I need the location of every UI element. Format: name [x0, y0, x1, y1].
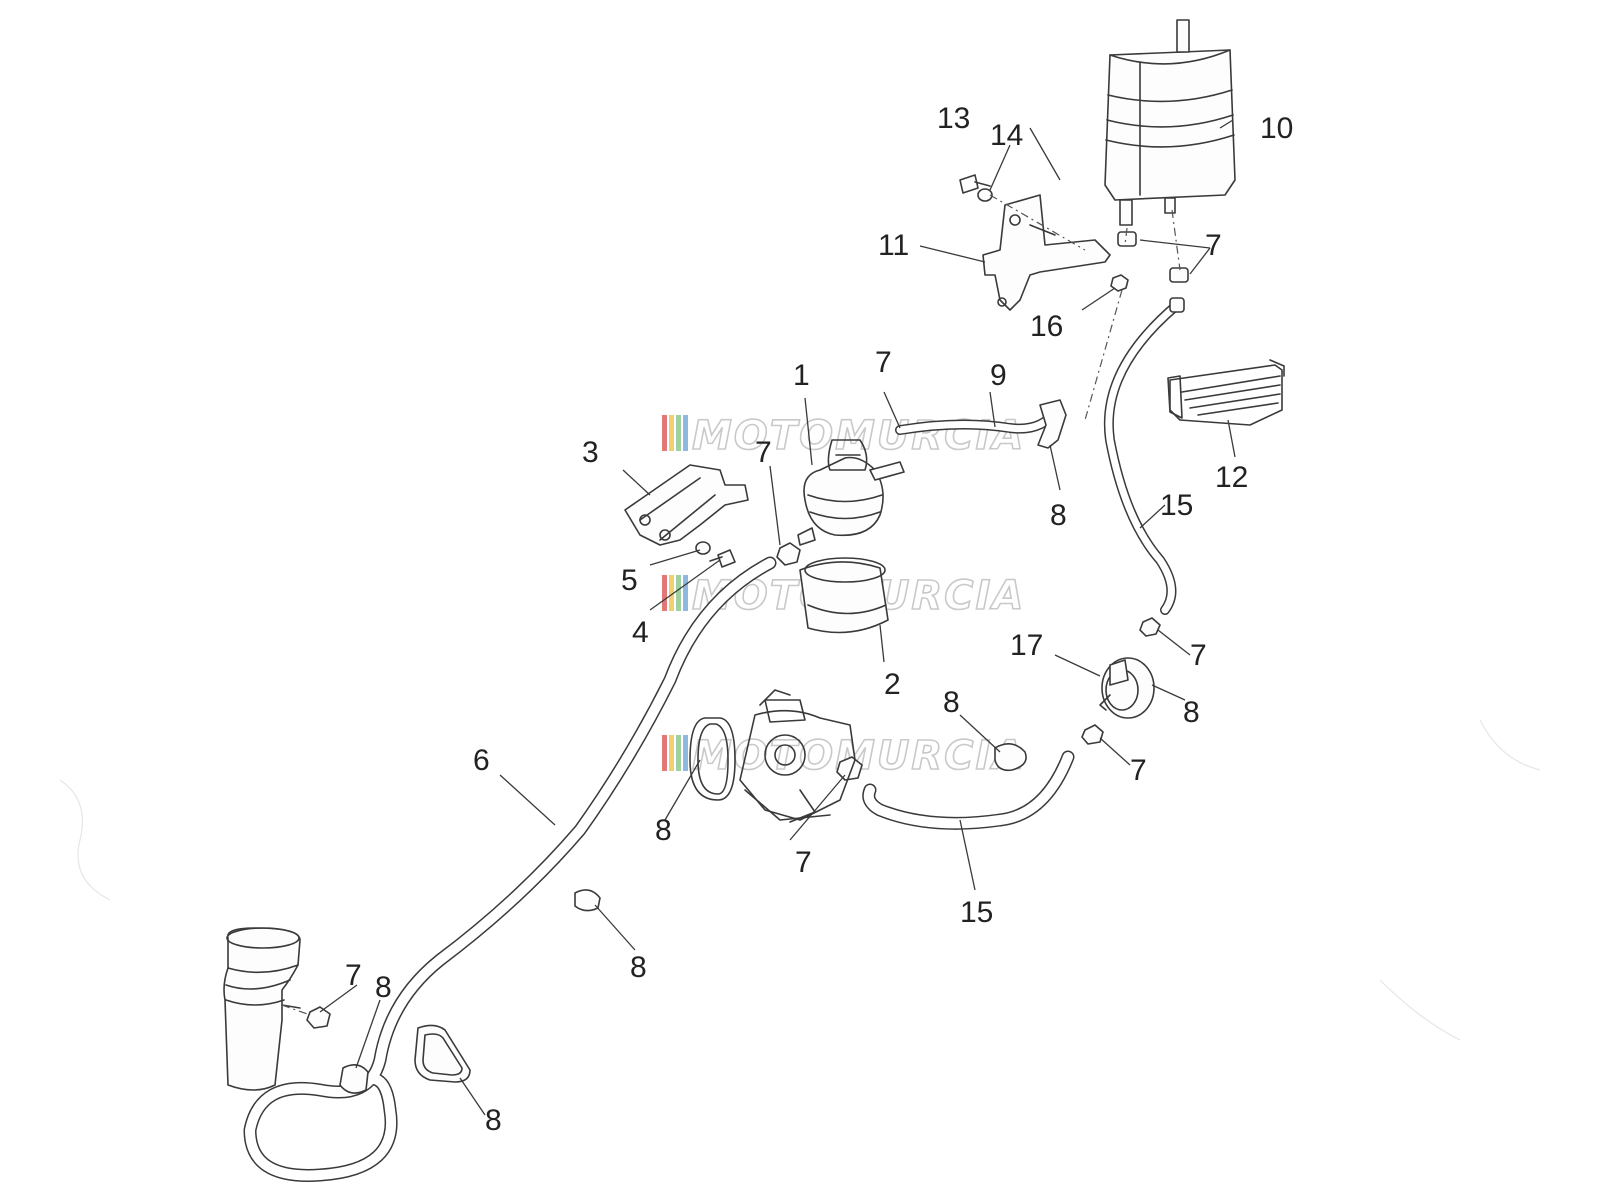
part-mount-2	[799, 557, 889, 634]
part-clamp-7-canister-b	[1169, 267, 1189, 283]
callout-7-valve-bottom: 7	[1130, 754, 1147, 787]
callout-9: 9	[990, 359, 1007, 392]
callout-14: 14	[990, 119, 1023, 152]
callout-8-hose-clamp: 8	[375, 971, 392, 1004]
part-hose-9	[895, 399, 1067, 449]
callout-labels: 1 2 3 4 5 6 7 7 7 7 7 7 7 8 8 8 8 8 8 8 …	[345, 102, 1293, 1137]
callout-7-top: 7	[875, 346, 892, 379]
part-clamp-7-filler	[306, 1006, 331, 1029]
part-rubber-cover-8	[414, 1024, 471, 1083]
part-purge-valve-17	[1099, 657, 1155, 719]
watermark-stripe	[676, 735, 681, 771]
part-grommet-8-lower	[574, 889, 601, 912]
part-hose-clip-12	[1167, 359, 1285, 426]
callout-15-lower: 15	[960, 896, 993, 929]
callout-8-valve: 8	[1183, 696, 1200, 729]
callout-3: 3	[582, 436, 599, 469]
callout-8-grommet-mid: 8	[943, 686, 960, 719]
part-clamp-8-hose	[339, 1064, 369, 1094]
callout-15-upper: 15	[1160, 489, 1193, 522]
watermark-stripe	[676, 575, 681, 611]
part-bolt-4	[709, 549, 736, 568]
watermark-stripe	[683, 415, 688, 451]
callout-8-oring: 8	[655, 814, 672, 847]
watermark-stripe	[669, 735, 674, 771]
part-hose-15-upper	[1103, 297, 1185, 615]
part-oring-8-throttle	[689, 717, 736, 801]
callout-11: 11	[878, 229, 909, 262]
part-hose-6	[243, 556, 777, 1182]
callout-12: 12	[1215, 461, 1248, 494]
part-nut-16	[1110, 274, 1129, 292]
callout-1: 1	[793, 359, 810, 392]
watermark-stripe	[669, 415, 674, 451]
part-grommet-8-mid	[994, 743, 1027, 772]
background-ghost-lines	[59, 719, 1541, 1041]
callout-4: 4	[632, 616, 649, 649]
callout-7-valve-top: 7	[1190, 639, 1207, 672]
part-clamp-7-canister-a	[1117, 231, 1137, 247]
callout-8-hose9: 8	[1050, 499, 1067, 532]
callout-17: 17	[1010, 629, 1043, 662]
watermark-stripe	[662, 575, 667, 611]
part-canister-bracket	[982, 194, 1111, 311]
part-throttle-body	[739, 689, 856, 823]
part-clamp-7-valve-bottom	[1081, 724, 1104, 745]
callout-10: 10	[1260, 112, 1293, 145]
leader-lines	[319, 119, 1236, 1116]
callout-7-valve1: 7	[755, 436, 772, 469]
callout-16: 16	[1030, 310, 1063, 343]
watermark-stripe	[683, 735, 688, 771]
part-filler-neck	[223, 927, 301, 1091]
part-hose-15-lower	[862, 750, 1075, 830]
callout-5: 5	[621, 564, 638, 597]
callout-13: 13	[937, 102, 970, 135]
callout-2: 2	[884, 668, 901, 701]
watermark-stripe	[662, 415, 667, 451]
callout-7-filler: 7	[345, 959, 362, 992]
watermark-stripe	[669, 575, 674, 611]
part-washer-5	[695, 541, 711, 555]
part-bracket-3	[624, 464, 749, 546]
part-washer-14	[977, 188, 993, 202]
part-clamp-7-valve1	[776, 542, 801, 566]
part-clamp-7-valve-top	[1139, 617, 1161, 637]
watermark-stripe	[683, 575, 688, 611]
callout-7-canister: 7	[1205, 229, 1222, 262]
part-charcoal-canister	[1104, 19, 1236, 226]
part-bolt-13	[959, 174, 991, 194]
watermark-stripe	[662, 735, 667, 771]
part-clamp-7-throttle	[836, 756, 863, 781]
callout-8-rubber-cover: 8	[485, 1104, 502, 1137]
part-valve-1	[797, 439, 905, 546]
callout-7-throttle: 7	[795, 846, 812, 879]
watermark-stripe	[676, 415, 681, 451]
callout-8-grommet-lower: 8	[630, 951, 647, 984]
callout-6: 6	[473, 744, 490, 777]
